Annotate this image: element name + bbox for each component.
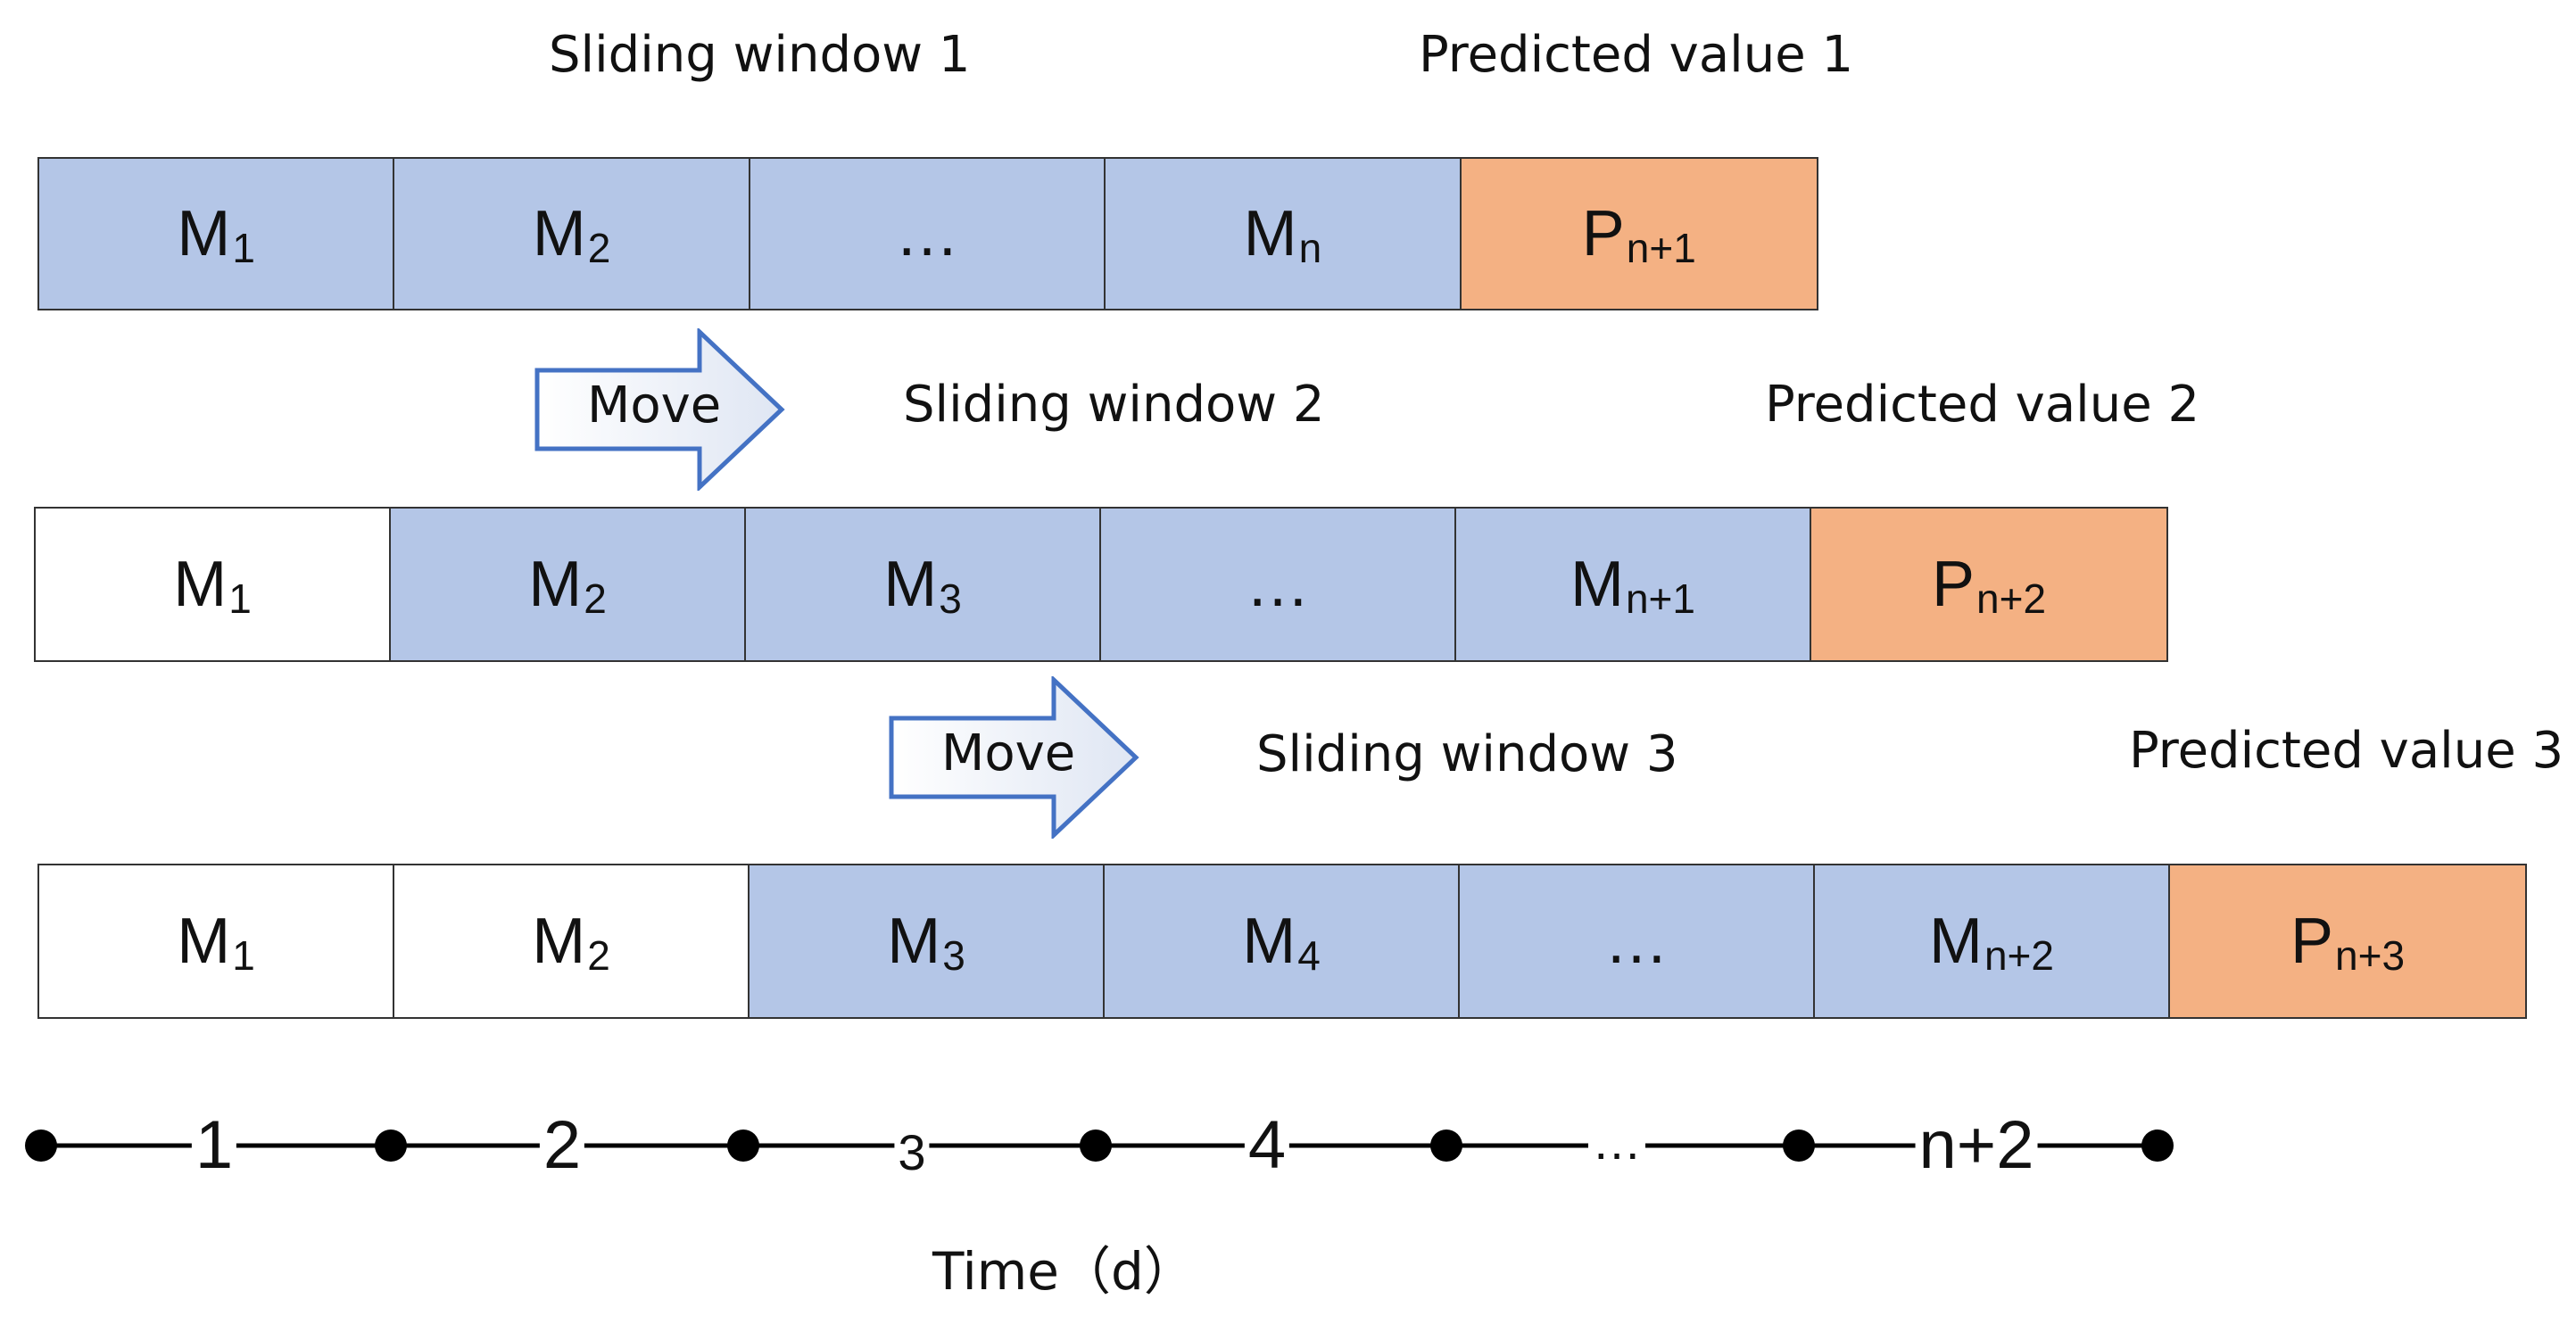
cell-subscript: 2 (584, 575, 607, 622)
cell-symbol: M (883, 549, 938, 620)
sliding-window-2-label: Sliding window 2 (903, 376, 1325, 434)
sliding-window-1-label: Sliding window 1 (549, 26, 971, 84)
measurement-cell: … (1460, 865, 1815, 1017)
cell-subscript: 4 (1297, 932, 1321, 979)
cell-subscript: n (1298, 225, 1322, 271)
cell-subscript: 1 (232, 932, 255, 979)
cell-symbol: M (532, 198, 586, 269)
cell-subscript: n+1 (1625, 575, 1695, 622)
cell-symbol: M (173, 549, 228, 620)
move-label: Move (941, 724, 1076, 782)
time-tick-label: 2 (539, 1112, 585, 1179)
time-tick-label: 4 (1244, 1112, 1290, 1179)
cell-symbol: M (177, 198, 231, 269)
cell-subscript: 3 (939, 575, 962, 622)
cell-subscript: n+1 (1626, 225, 1696, 271)
cell-symbol: M (1928, 906, 1983, 977)
measurement-cell: … (750, 159, 1106, 309)
move-label: Move (587, 377, 722, 434)
time-tick-label: … (1588, 1117, 1645, 1167)
cell-symbol: M (887, 906, 941, 977)
cell-symbol: P (1581, 198, 1625, 269)
time-axis-node (2141, 1130, 2174, 1162)
time-tick-label: n+2 (1915, 1112, 2038, 1179)
time-axis-node (375, 1130, 407, 1162)
cell-subscript: 1 (232, 225, 255, 271)
cell-subscript: 2 (587, 225, 611, 271)
cell-subscript: 2 (587, 932, 610, 979)
predicted-value-2-label: Predicted value 2 (1765, 376, 2200, 434)
measurement-cell: … (1101, 509, 1456, 660)
cell-subscript: n+2 (1984, 932, 2054, 979)
cell-subscript: 1 (228, 575, 252, 622)
cell-symbol: M (1570, 549, 1624, 620)
time-axis-node (1430, 1130, 1462, 1162)
cell-symbol: P (2290, 906, 2333, 977)
cell-subscript: n+2 (1976, 575, 2047, 622)
time-tick-label: 3 (894, 1128, 930, 1178)
time-axis-node (1783, 1130, 1815, 1162)
predicted-value-1-label: Predicted value 1 (1419, 26, 1854, 84)
cell-symbol: … (1604, 906, 1669, 977)
cell-symbol: M (1243, 198, 1297, 269)
sliding-window-3-label: Sliding window 3 (1256, 725, 1678, 783)
time-axis-label: Time（d） (932, 1241, 1196, 1302)
cell-symbol: M (528, 549, 583, 620)
cell-subscript: n+3 (2335, 932, 2406, 979)
time-axis-node (1080, 1130, 1112, 1162)
cell-symbol: M (1242, 906, 1296, 977)
cell-symbol: … (894, 198, 959, 269)
cell-subscript: 3 (942, 932, 965, 979)
move-arrow-icon (889, 676, 1139, 839)
cell-symbol: M (532, 906, 586, 977)
predicted-value-3-label: Predicted value 3 (2129, 722, 2564, 780)
cell-symbol: P (1931, 549, 1975, 620)
time-axis-node (727, 1130, 759, 1162)
time-tick-label: 1 (191, 1112, 237, 1179)
cell-symbol: M (177, 906, 231, 977)
move-arrow-icon (534, 328, 785, 491)
time-axis-node (25, 1130, 57, 1162)
cell-symbol: … (1246, 549, 1310, 620)
